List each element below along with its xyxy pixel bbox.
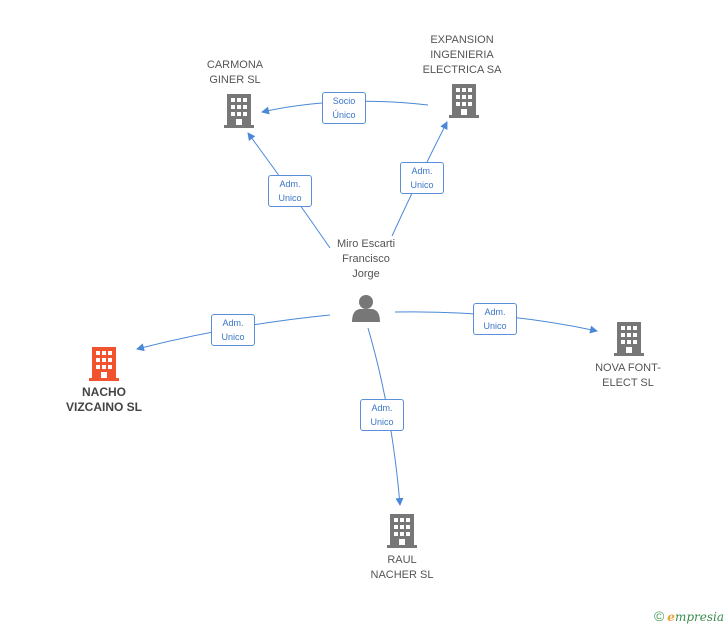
building-icon[interactable] (614, 322, 644, 356)
relation-label-socio-unico: Socio Único (322, 92, 366, 124)
person-label[interactable]: Miro Escarti Francisco Jorge (336, 238, 396, 280)
company-label-raul[interactable]: RAUL NACHER SL (370, 554, 434, 581)
relation-label-adm-unico: Adm. Unico (473, 303, 517, 335)
relation-label-adm-unico: Adm. Unico (360, 399, 404, 431)
relation-label-adm-unico: Adm. Unico (400, 162, 444, 194)
brand-logo[interactable]: empresia (667, 610, 724, 624)
building-icon[interactable] (449, 84, 479, 118)
company-label-expansion[interactable]: EXPANSION INGENIERIA ELECTRICA SA (422, 34, 502, 76)
person-icon[interactable] (352, 295, 380, 322)
brand-footer[interactable]: ©empresia (654, 608, 724, 624)
company-label-carmona[interactable]: CARMONA GINER SL (206, 59, 264, 86)
company-label-nacho[interactable]: NACHO VIZCAINO SL (65, 385, 142, 414)
copyright-icon: © (653, 608, 665, 624)
company-label-nova[interactable]: NOVA FONT- ELECT SL (595, 362, 661, 389)
building-icon[interactable] (387, 514, 417, 548)
building-icon[interactable] (224, 94, 254, 128)
relation-label-adm-unico: Adm. Unico (268, 175, 312, 207)
building-icon-highlighted[interactable] (89, 347, 119, 381)
brand-name: mpresia (674, 610, 724, 624)
relation-label-adm-unico: Adm. Unico (211, 314, 255, 346)
brand-initial: e (667, 610, 675, 624)
